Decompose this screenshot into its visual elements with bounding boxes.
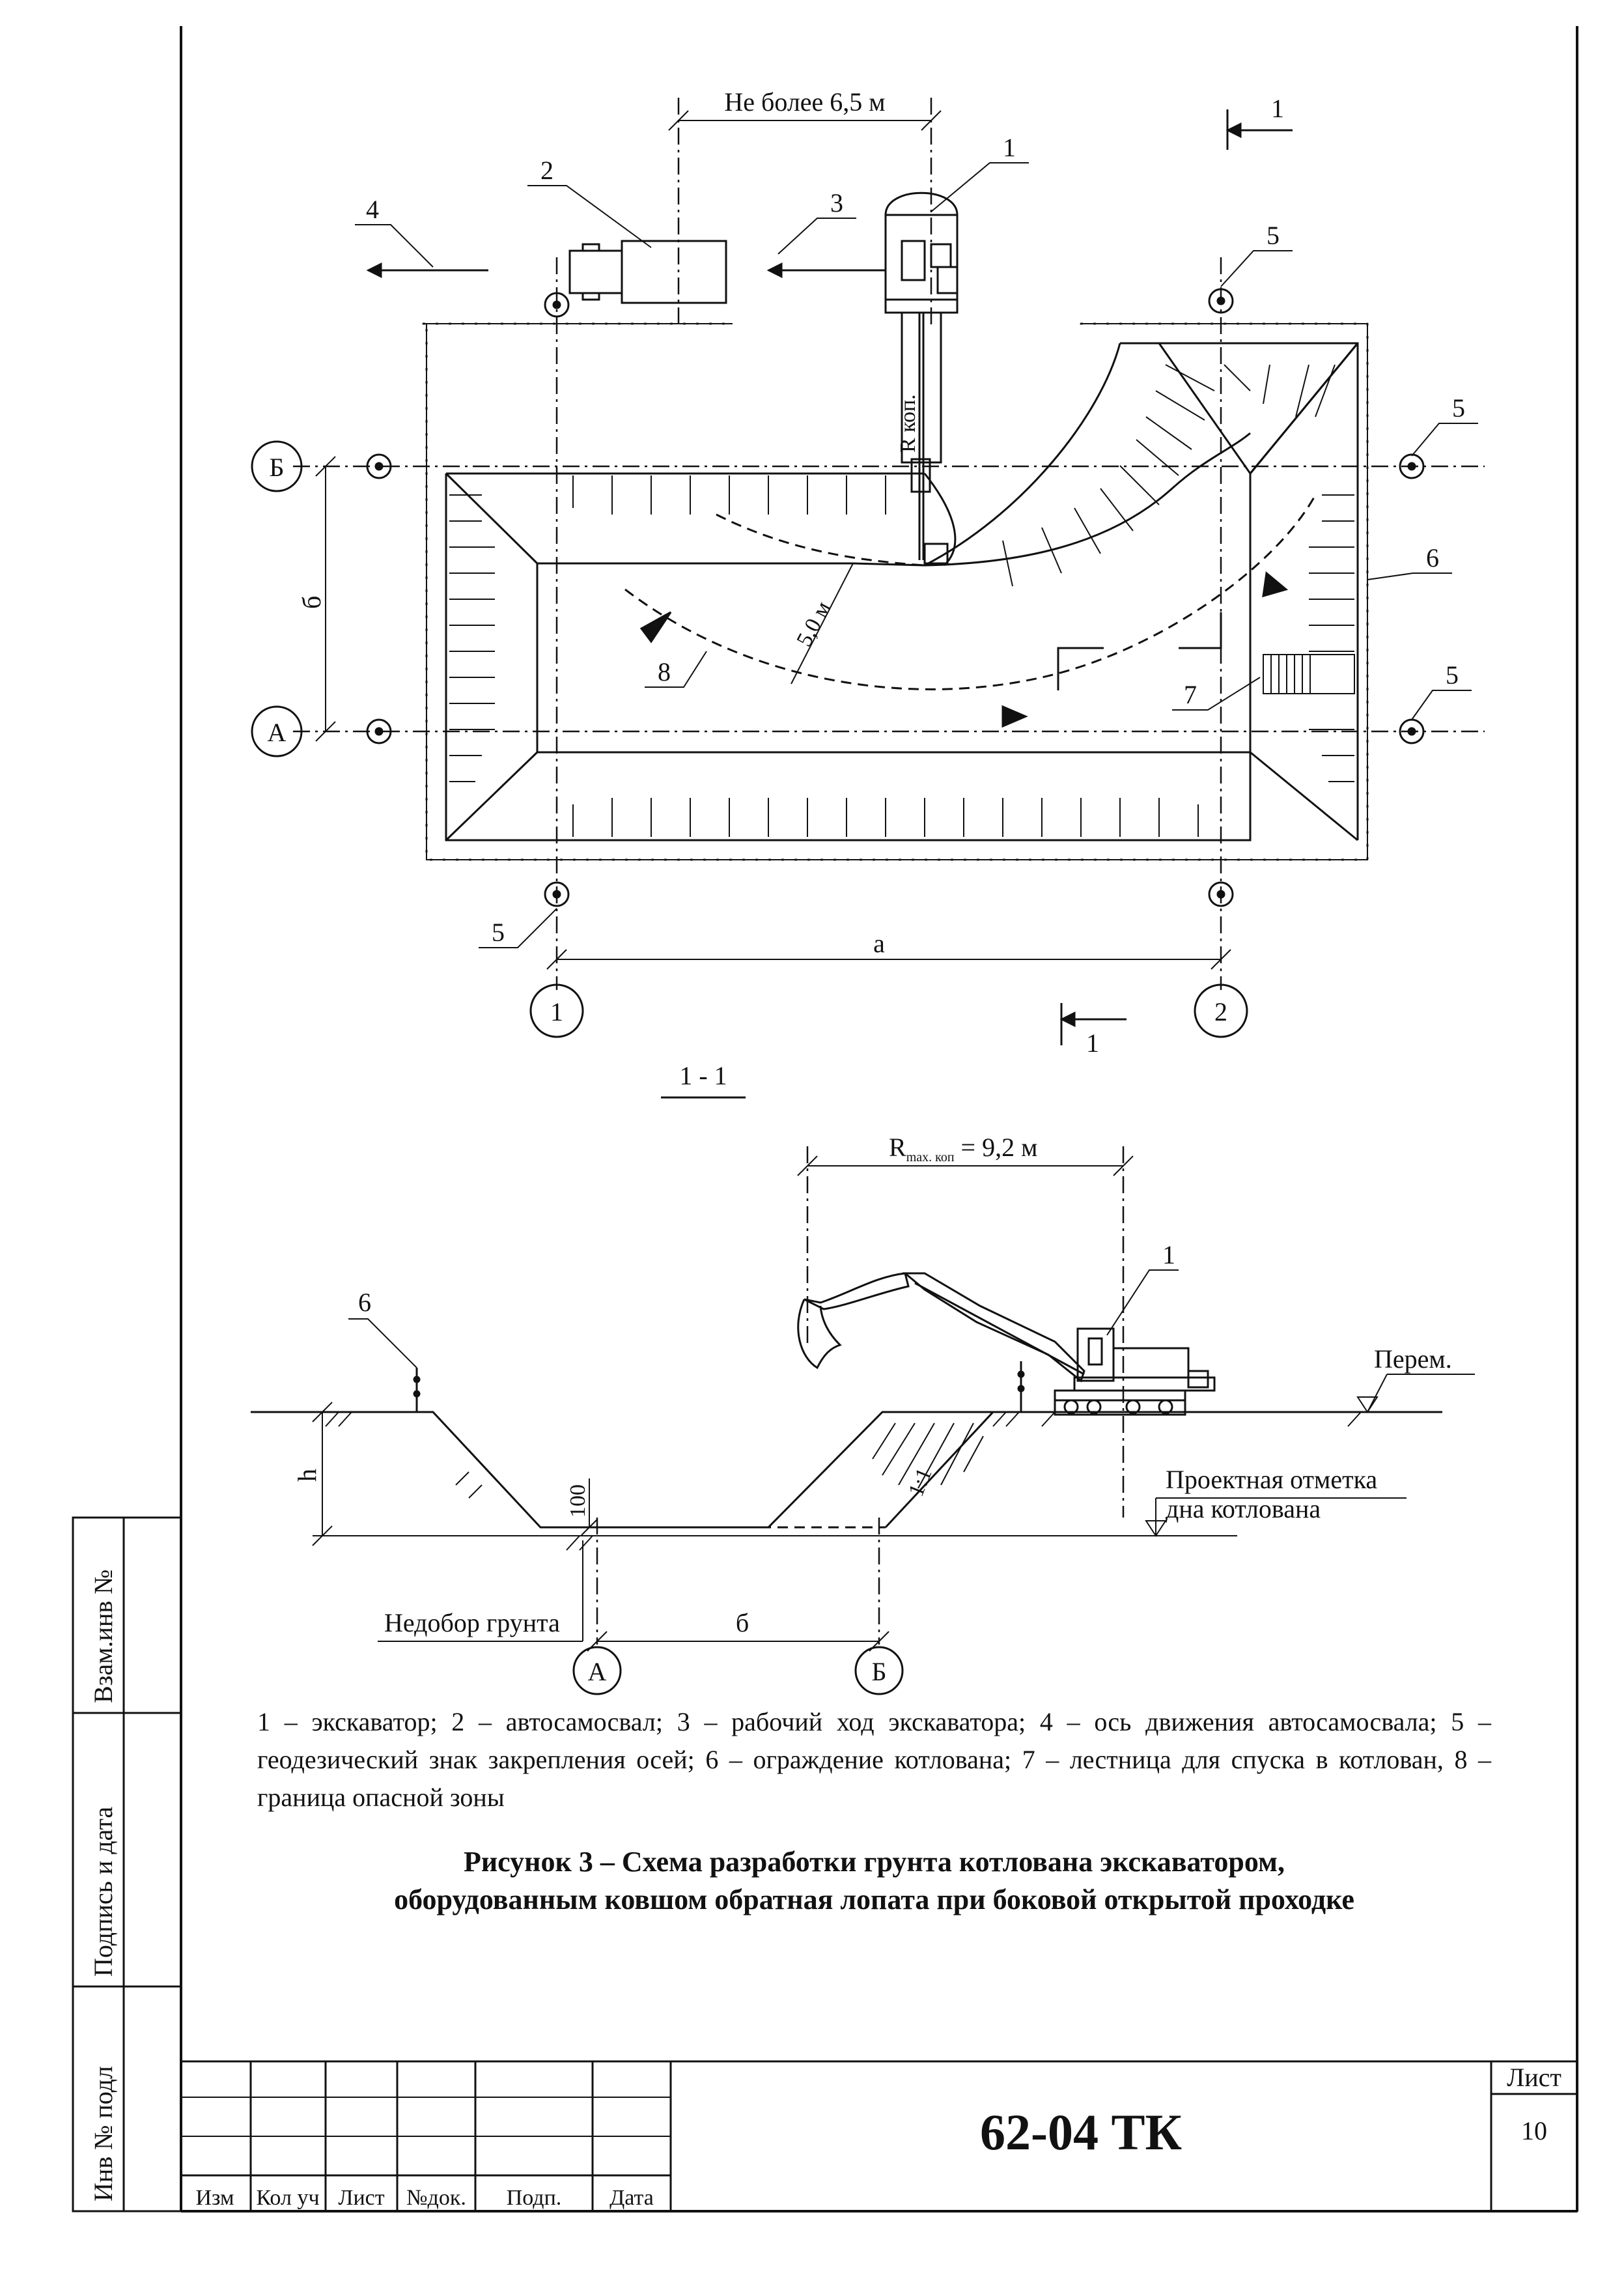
slope-label: 1:1 [904,1465,937,1500]
callout-7: 7 [1184,680,1197,709]
section-callout-6: 6 [358,1288,371,1317]
design-level-label-2: дна котлована [1166,1494,1321,1523]
title-col-podp: Подп. [507,2186,562,2210]
figure-caption-line-2: оборудованным ковшом обратная лопата при… [394,1884,1354,1915]
sheet-number: 10 [1521,2116,1547,2145]
excavator-plan [884,191,959,565]
side-stamp-field-2: Подпись и дата [89,1807,118,1977]
dimension-a [546,949,1231,970]
figure-caption-line-1: Рисунок 3 – Схема разработки грунта котл… [463,1846,1285,1878]
callout-6: 6 [1426,543,1439,572]
dimension-b-section-label: б [736,1608,749,1637]
clearance-label: Не более 6,5 м [724,87,885,117]
rmax-dimension [797,1155,1134,1176]
fence-outline [423,323,1368,860]
direction-flags [639,571,1289,728]
dump-truck-plan [568,240,727,304]
callout-2: 2 [540,156,553,185]
pit-top-edge [445,342,1359,841]
danger-zone-arc [624,494,1317,690]
axis-2-label: 2 [1214,997,1227,1026]
title-col-list: Лист [338,2186,384,2210]
sheet-label: Лист [1507,2063,1561,2092]
callout-leaders [355,162,1478,948]
dig-radius-label: R коп. [896,394,920,453]
title-col-izm: Изм [195,2186,234,2210]
fence-posts [422,322,1369,861]
clearance-dimension [668,110,942,131]
section-callout-leaders [348,1269,1179,1368]
side-stamp: Взам.инв № Подпись и дата Инв № подл [72,1516,182,2212]
dimension-b-vertical [315,456,336,742]
excavator-side [797,1272,1216,1416]
section-mark-top [1225,109,1293,150]
callout-5-bottom: 5 [492,918,505,947]
ladder-hatch [1263,654,1355,694]
section-mark-top-label: 1 [1271,94,1284,123]
dig-radius-arc [716,513,925,567]
section-title: 1 - 1 [679,1061,727,1090]
danger-radius-leader [791,563,854,685]
dimension-h [312,1402,333,1546]
excavated-curve [924,343,1251,567]
danger-radius-label: 5,0 м [792,597,835,650]
callout-5-right-lower: 5 [1446,660,1459,690]
title-col-kol-uch: Кол уч [256,2186,319,2210]
shortfall-value: 100 [566,1484,590,1518]
section-callout-1: 1 [1162,1240,1175,1269]
rmax-label: Rmax. коп = 9,2 м [889,1133,1037,1165]
natural-level-mark [1356,1374,1475,1413]
shortfall-label: Недобор грунта [384,1608,560,1637]
title-block: Изм Кол уч Лист №док. Подп. Дата 62-04 Т… [180,2060,1578,2212]
axis-A-label: А [268,718,287,747]
title-col-doc: №док. [406,2186,466,2210]
pit-bottom-edge [536,562,1252,754]
document-code: 62-04 ТК [980,2104,1182,2160]
dimension-b-label: б [297,596,326,609]
title-col-data: Дата [609,2186,654,2210]
legend-text: 1 – экскаватор; 2 – автосамосвал; 3 – ра… [257,1707,1491,1812]
slope-hatch [449,364,1354,837]
rmax-subscript: max. коп [906,1150,955,1165]
dimension-h-label: h [292,1469,322,1482]
callout-3: 3 [830,188,843,218]
section-fences [413,1361,1025,1412]
geodesic-marks [366,288,1425,907]
natural-level-label: Перем. [1374,1344,1452,1374]
shortfall-dimension [581,1478,598,1536]
design-level-mark [1145,1497,1407,1537]
callout-5-right-upper: 5 [1452,393,1465,423]
figure-caption: Рисунок 3 – Схема разработки грунта котл… [257,1843,1491,1919]
section-mark-bottom [1059,1003,1127,1045]
section-axis-B-label: Б [872,1657,887,1686]
section-mark-bottom-label: 1 [1086,1028,1099,1058]
side-stamp-field-3: Инв № подл [89,2066,118,2201]
section-axis-bubbles [572,1646,904,1695]
side-stamp-field-1: Взам.инв № [89,1570,118,1703]
axis-B-label: Б [270,453,285,482]
ground-slope-right [882,1411,996,1529]
section-axis-A-label: А [588,1657,607,1686]
callout-8: 8 [658,657,671,686]
plan-view: Б А 1 2 б а Не более 6,5 м [251,87,1485,1058]
rmax-value: = 9,2 м [961,1133,1038,1162]
excavated-curve-outer [852,473,957,567]
callout-5-top: 5 [1267,221,1280,250]
design-level-label-1: Проектная отметка [1166,1465,1377,1494]
dimension-a-label: а [873,929,885,958]
section-view: 1 - 1 1:1 h 100 [251,1061,1475,1695]
rmax-symbol: R [889,1133,906,1162]
axis-bubbles [251,440,1248,1038]
slope-hatch-section [325,1411,1362,1551]
callout-1: 1 [1003,133,1016,162]
pit-corner-lines [445,343,1359,841]
callout-4: 4 [366,195,379,224]
axis-1-label: 1 [550,997,563,1026]
